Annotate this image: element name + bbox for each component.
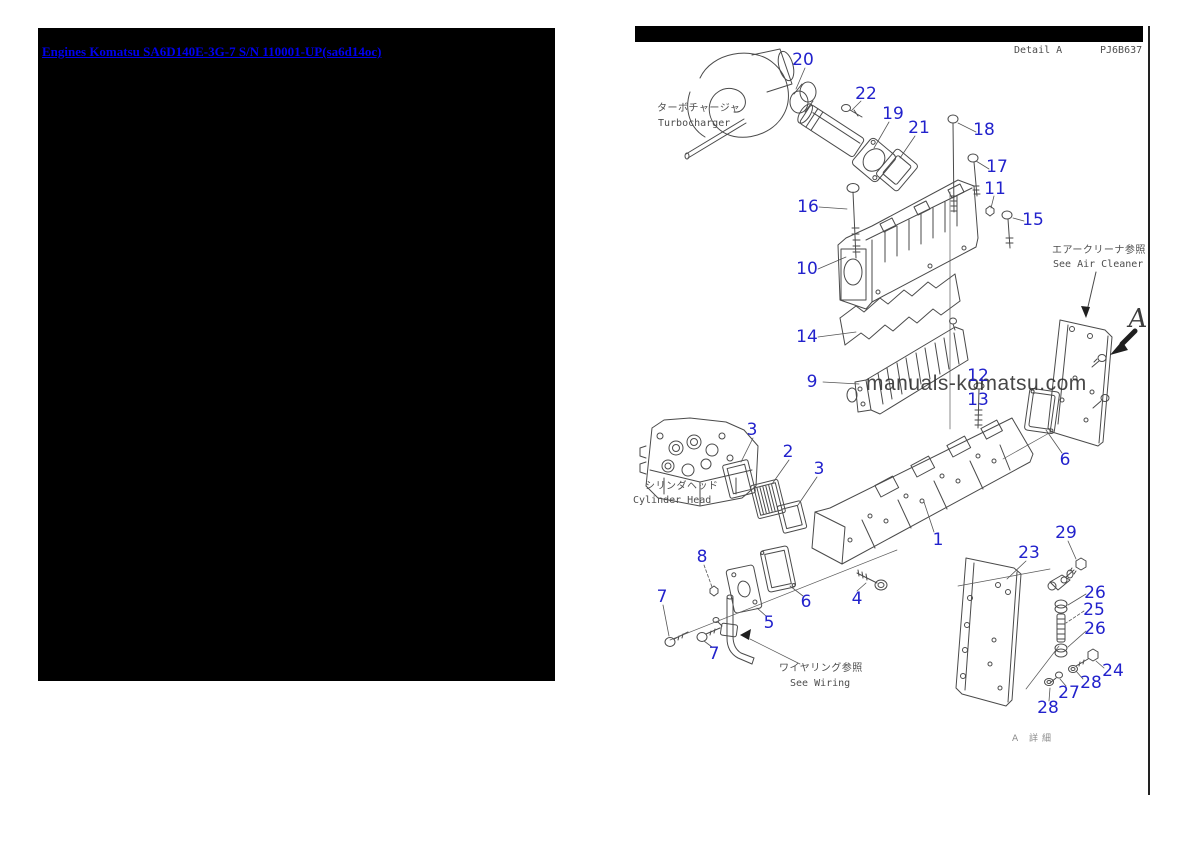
callout-number[interactable]: 14: [796, 327, 818, 347]
callout-number[interactable]: 15: [1022, 210, 1044, 230]
see-wiring-label-jp: ワイヤリング参照: [779, 663, 863, 674]
callout-number[interactable]: 10: [796, 259, 818, 279]
callout-number[interactable]: 7: [708, 644, 720, 664]
callout-number[interactable]: 11: [984, 179, 1006, 199]
exhaust-manifold-drawing: [811, 417, 1034, 565]
aftercooler-drawing: [846, 317, 969, 415]
callout-number[interactable]: 12: [967, 366, 989, 386]
watermark: manuals-komatsu.com: [866, 372, 1087, 395]
cooler-bolt-drawing: [973, 382, 985, 429]
diagram-top-bar: [635, 26, 1143, 42]
see-air-cleaner-label-jp: エアークリーナ参照: [1052, 245, 1146, 256]
see-wiring-label-en: See Wiring: [790, 678, 851, 689]
callout-number[interactable]: 6: [800, 592, 812, 612]
detail-a-marker-letter: A: [1125, 304, 1149, 334]
callout-number[interactable]: 17: [986, 157, 1008, 177]
detail-a-label: Detail A: [1014, 45, 1063, 56]
callout-number[interactable]: 25: [1083, 600, 1105, 620]
callout-number[interactable]: 1: [932, 530, 944, 550]
exhaust-gaskets-drawing: [722, 459, 808, 534]
wiring-tube-drawing: [664, 585, 755, 665]
figure-code: PJ6B637: [1100, 45, 1143, 56]
callout-number[interactable]: 16: [797, 197, 819, 217]
callout-number[interactable]: 18: [973, 120, 995, 140]
clamp-drawing: [789, 81, 817, 114]
callout-number[interactable]: 7: [656, 587, 668, 607]
intake-manifold-drawing: [837, 179, 979, 310]
cover-and-gasket-drawing: [725, 545, 888, 614]
callout-number[interactable]: 9: [806, 372, 818, 392]
callout-number[interactable]: 3: [813, 459, 825, 479]
callout-number[interactable]: 26: [1084, 619, 1106, 639]
callout-number[interactable]: 8: [696, 547, 708, 567]
callout-number[interactable]: 27: [1058, 683, 1080, 703]
tube-gasket-drawing: [876, 148, 918, 192]
callout-number[interactable]: 28: [1080, 673, 1102, 693]
alignment-lines: [669, 191, 1060, 690]
sensor-parts-drawing: [1044, 557, 1099, 686]
callout-number[interactable]: 13: [967, 390, 989, 410]
turbocharger-label-jp: ターボチャージャ: [657, 103, 741, 114]
callout-number[interactable]: 19: [882, 104, 904, 124]
see-air-cleaner-label-en: See Air Cleaner: [1053, 259, 1144, 270]
callout-number[interactable]: 3: [746, 420, 758, 440]
callout-number[interactable]: 23: [1018, 543, 1040, 563]
callout-number[interactable]: 26: [1084, 583, 1106, 603]
turbocharger-drawing: [684, 48, 795, 160]
cylinder-head-label-jp: シリンダヘッド: [645, 481, 719, 492]
callout-number[interactable]: 4: [851, 589, 863, 609]
callout-number[interactable]: 2: [782, 442, 794, 462]
air-cleaner-leader-arrow: [1081, 271, 1097, 318]
parts-manual-link[interactable]: Engines Komatsu SA6D140E-3G-7 S/N 110001…: [42, 44, 382, 59]
cylinder-head-label-en: Cylinder Head: [633, 495, 712, 506]
callout-number[interactable]: 29: [1055, 523, 1077, 543]
callout-number[interactable]: 28: [1037, 698, 1059, 718]
callout-number[interactable]: 6: [1059, 450, 1071, 470]
detail-a-arrow: [1110, 328, 1138, 355]
callout-number[interactable]: 21: [908, 118, 930, 138]
callout-number[interactable]: 20: [792, 50, 814, 70]
heat-shield-plate-drawing: [955, 557, 1022, 707]
air-tube-drawing: [797, 103, 897, 183]
left-black-panel: [38, 28, 555, 681]
turbocharger-label-en: Turbocharger: [658, 118, 731, 129]
callout-number[interactable]: 22: [855, 84, 877, 104]
detail-a-footer-label: A 詳細: [1012, 734, 1056, 744]
callout-number[interactable]: 5: [763, 613, 775, 633]
diagram-right-border: [1148, 26, 1150, 795]
manifold-gasket-drawing: [839, 273, 961, 346]
callout-number[interactable]: 24: [1102, 661, 1124, 681]
leader-lines: [662, 67, 1105, 702]
cylinder-head-drawing: [639, 417, 759, 507]
